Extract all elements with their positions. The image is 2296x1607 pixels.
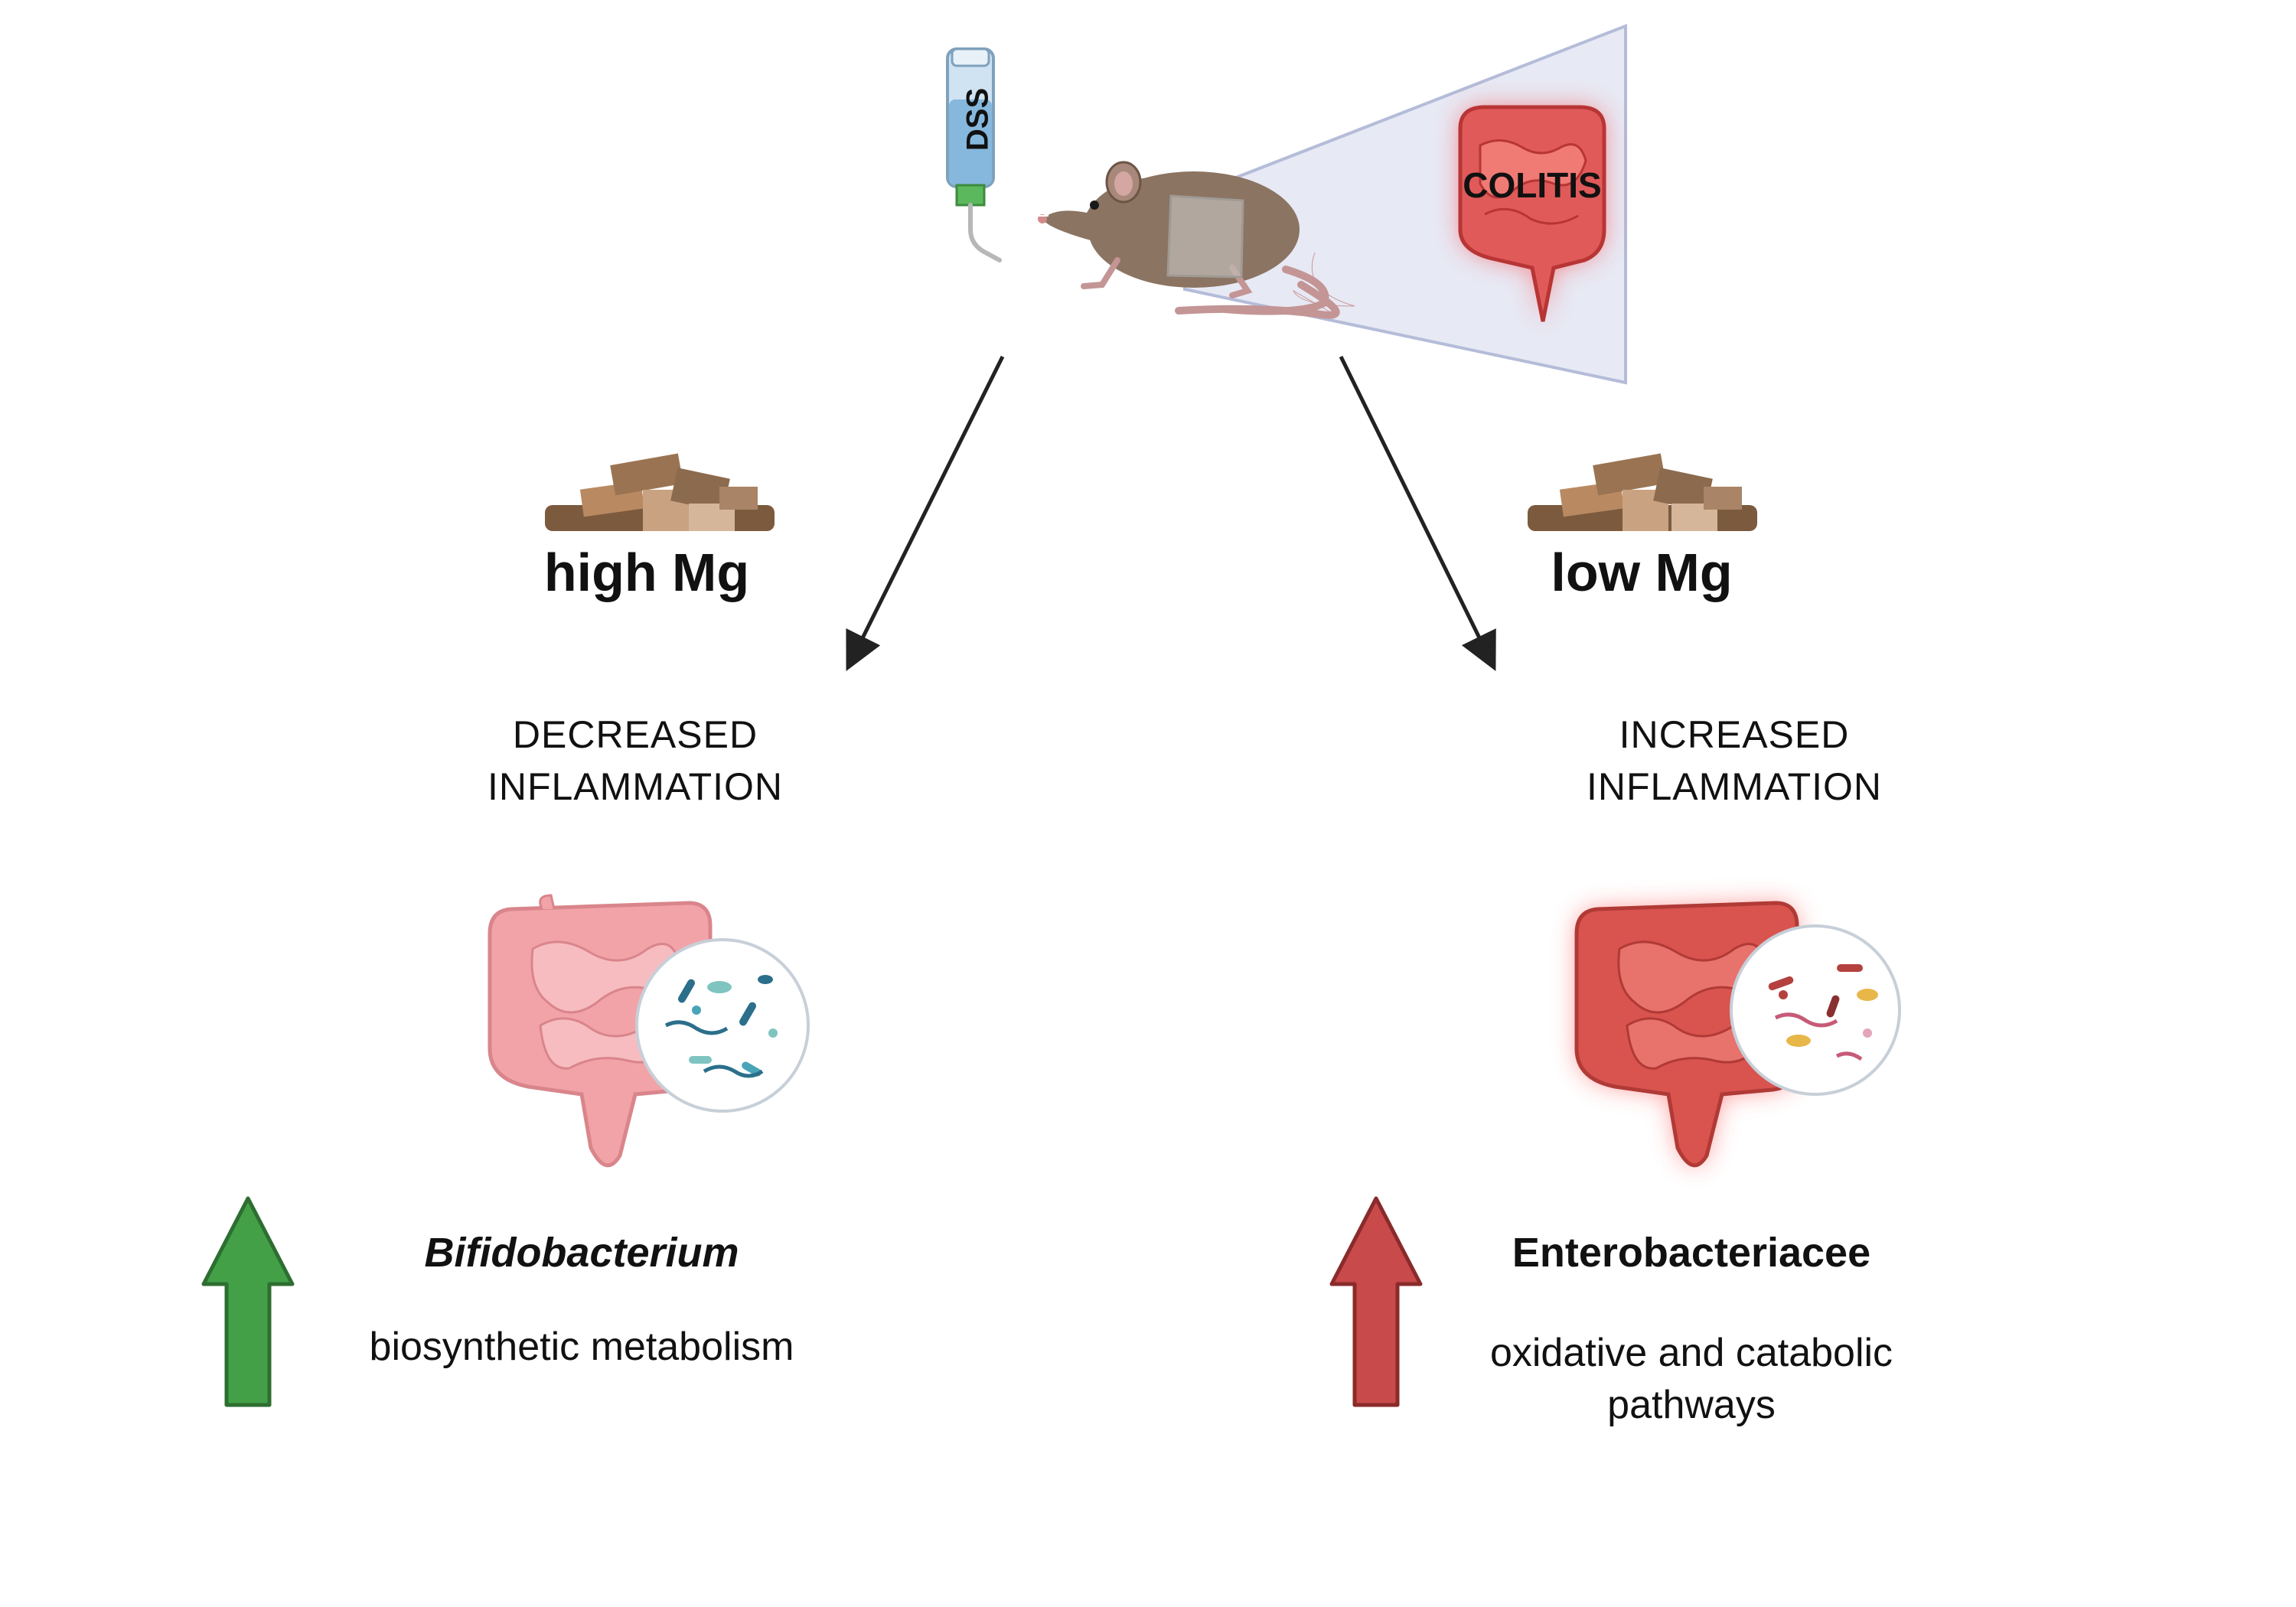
inflamed-microbiome-icon bbox=[1730, 924, 1901, 1096]
increase-arrow-red-icon bbox=[1329, 1196, 1423, 1407]
increase-arrow-green-icon bbox=[201, 1196, 295, 1407]
enterobacteriacee-label: Enterobacteriacee bbox=[1512, 1230, 1871, 1276]
arrow-to-high-mg bbox=[846, 355, 1005, 671]
decreased-inflammation-text: DECREASED INFLAMMATION bbox=[429, 709, 842, 813]
biosynthetic-metabolism-text: biosynthetic metabolism bbox=[369, 1325, 794, 1369]
pathway-line-2: pathways bbox=[1607, 1383, 1776, 1427]
colitis-colon-icon: COLITIS bbox=[1458, 105, 1606, 322]
arrow-to-low-mg bbox=[1339, 355, 1496, 671]
pathway-line-1: oxidative and catabolic bbox=[1489, 1331, 1893, 1375]
food-pellets-icon-left bbox=[545, 453, 775, 531]
outcome-line-2: INFLAMMATION bbox=[487, 765, 784, 808]
bifidobacterium-label: Bifidobacterium bbox=[424, 1230, 739, 1276]
dss-bottle-icon: DSS bbox=[946, 47, 1002, 262]
outcome-line-1: DECREASED bbox=[512, 713, 758, 756]
food-pellets-icon-right bbox=[1528, 453, 1757, 531]
outcome-line-2: INFLAMMATION bbox=[1586, 765, 1883, 808]
increased-inflammation-text: INCREASED INFLAMMATION bbox=[1528, 709, 1941, 813]
outcome-line-1: INCREASED bbox=[1619, 713, 1850, 756]
colitis-label: COLITIS bbox=[1463, 165, 1601, 205]
dss-label: DSS bbox=[961, 88, 995, 151]
low-mg-label: low Mg bbox=[1551, 543, 1733, 602]
high-mg-label: high Mg bbox=[543, 543, 750, 602]
healthy-microbiome-icon bbox=[635, 938, 810, 1113]
mouse-icon bbox=[1022, 161, 1355, 319]
oxidative-catabolic-text: oxidative and catabolic pathways bbox=[1424, 1327, 1959, 1431]
